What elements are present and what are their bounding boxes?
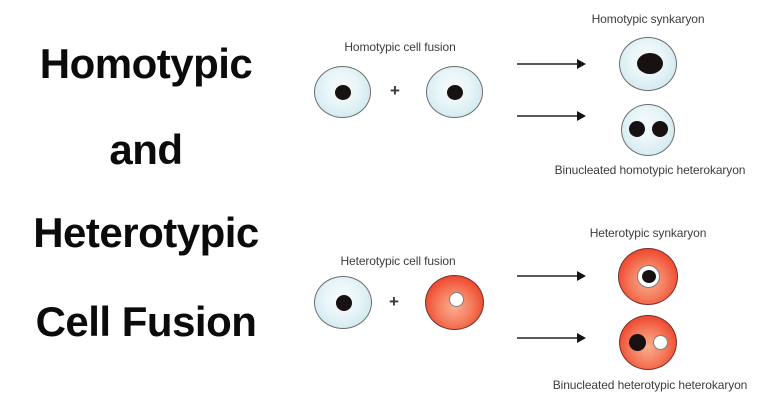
title-line-and: and <box>109 126 183 173</box>
heterotypic-heterokaryon-cell <box>619 315 677 370</box>
homotypic-synkaryon-cell <box>619 37 677 91</box>
homotypic-heterokaryon-cell <box>621 104 675 156</box>
black-nucleus <box>641 270 656 283</box>
black-nucleus <box>652 121 668 137</box>
homotypic-cell-1 <box>314 66 371 118</box>
white-ring-nucleus <box>637 265 660 288</box>
title-line-cell-fusion: Cell Fusion <box>35 298 257 345</box>
heterotypic-blue-cell <box>314 276 372 329</box>
white-nucleus <box>653 335 668 350</box>
homotypic-fusion-label: Homotypic cell fusion <box>344 40 456 54</box>
plus-sign: + <box>390 81 400 100</box>
arrow-to-heterokaryon <box>517 333 586 343</box>
black-nucleus <box>336 295 352 311</box>
black-nucleus <box>447 85 463 100</box>
black-nucleus <box>629 334 646 351</box>
arrow-to-synkaryon <box>517 271 586 281</box>
black-nucleus <box>629 121 645 137</box>
large-black-nucleus <box>637 53 663 74</box>
arrow-to-heterokaryon <box>517 111 586 121</box>
homotypic-cell-2 <box>426 66 483 118</box>
title-line-homotypic: Homotypic <box>39 40 253 87</box>
black-nucleus <box>335 85 351 100</box>
heterotypic-fusion-label: Heterotypic cell fusion <box>340 254 456 268</box>
heterotypic-synkaryon-label: Heterotypic synkaryon <box>589 226 707 240</box>
heterotypic-heterokaryon-label: Binucleated heterotypic heterokaryon <box>552 378 748 392</box>
homotypic-heterokaryon-label: Binucleated homotypic heterokaryon <box>554 163 746 177</box>
homotypic-synkaryon-label: Homotypic synkaryon <box>591 12 705 26</box>
plus-sign: + <box>389 292 399 311</box>
title-line-heterotypic: Heterotypic <box>33 209 259 256</box>
arrow-to-synkaryon <box>517 59 586 69</box>
heterotypic-synkaryon-cell <box>618 248 678 305</box>
white-nucleus <box>449 292 464 307</box>
heterotypic-red-cell <box>425 275 484 330</box>
